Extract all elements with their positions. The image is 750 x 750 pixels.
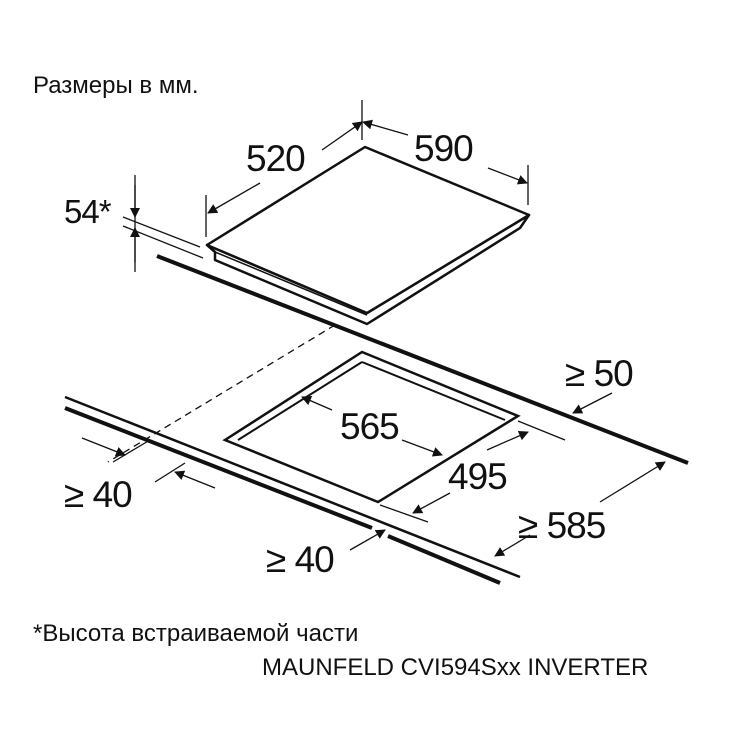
- dim-cutout-width: 565: [340, 406, 400, 447]
- worktop-lines: [64, 216, 689, 585]
- dim-hob-width: 590: [414, 128, 474, 169]
- cutout: [222, 350, 521, 504]
- dimension-lines: [81, 100, 666, 557]
- dim-built-in-height: 54*: [64, 193, 112, 230]
- dim-cutout-depth: 495: [448, 456, 508, 497]
- footnote: *Высота встраиваемой части: [33, 620, 359, 647]
- hob: [205, 145, 531, 326]
- dim-hob-depth: 520: [246, 138, 306, 179]
- dim-side-clearance: ≥ 40: [64, 474, 133, 515]
- dim-rear-clearance: ≥ 50: [565, 353, 634, 394]
- hob-top: [205, 145, 531, 315]
- dim-worktop-depth: ≥ 585: [518, 505, 606, 546]
- model-name: MAUNFELD CVI594Sxx INVERTER: [262, 654, 649, 681]
- diagram-title: Размеры в мм.: [33, 72, 199, 99]
- dim-front-clearance: ≥ 40: [266, 539, 335, 580]
